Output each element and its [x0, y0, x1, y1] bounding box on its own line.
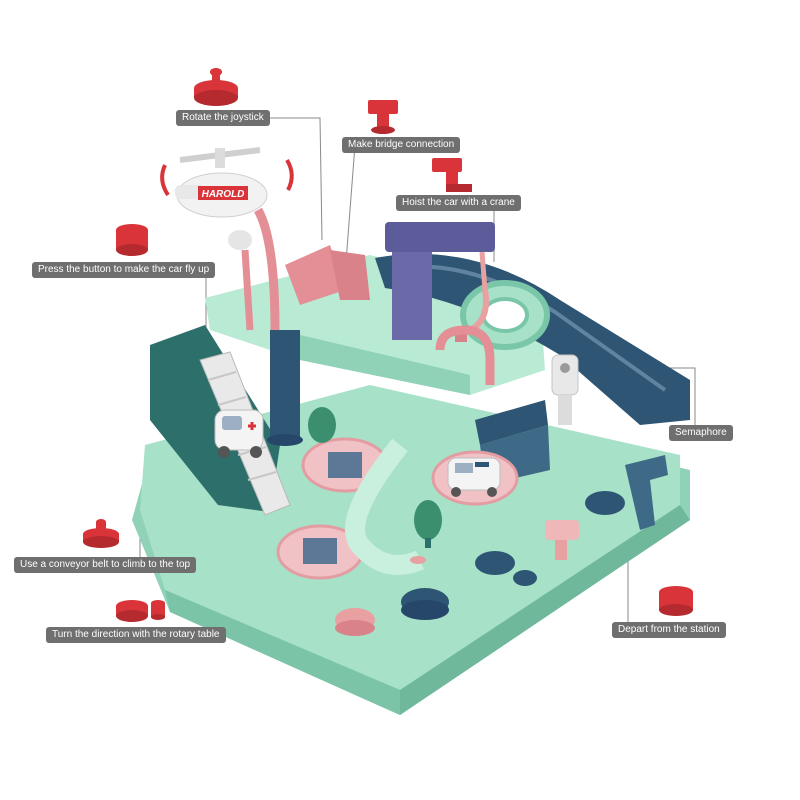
label-conveyor: Use a conveyor belt to climb to the top [14, 557, 197, 573]
purple-crane [385, 222, 495, 342]
helicopter-tower [241, 207, 303, 446]
base-buttons [335, 455, 668, 636]
depart-lever [625, 455, 668, 530]
tree-left [308, 407, 336, 443]
s-curve-track [345, 438, 424, 575]
label-bridge-connection: Make bridge connection [342, 137, 461, 153]
joystick-icon [194, 68, 238, 106]
label-semaphore: Semaphore [669, 425, 733, 441]
navy-rail-track [375, 253, 690, 425]
label-rotary-table: Turn the direction with the rotary table [46, 627, 226, 643]
navy-top-button [585, 491, 625, 515]
label-hoist-crane: Hoist the car with a crane [396, 195, 521, 211]
t-handle-icon [368, 100, 398, 134]
pink-lever [545, 520, 579, 540]
base-right-edge [400, 505, 690, 715]
rotary-table-police [431, 450, 519, 506]
navy-button-right [475, 551, 515, 575]
label-depart-station: Depart from the station [612, 622, 726, 638]
knob-icon [83, 519, 119, 548]
ambulance-car [214, 409, 264, 458]
push-button-icon [116, 224, 148, 256]
bridge [285, 245, 370, 305]
upper-platform-front [300, 335, 470, 395]
crank-icon [432, 158, 472, 192]
pink-pipe-crane [435, 325, 495, 385]
helicopter-name: HAROLD [202, 189, 245, 200]
rotary-table-front [276, 524, 364, 580]
helicopter: HAROLD [160, 147, 294, 250]
tree-front [414, 500, 442, 548]
label-rotate-joystick: Rotate the joystick [176, 110, 270, 126]
pink-small-stand [410, 556, 426, 564]
semaphore-post [551, 354, 579, 425]
label-fly-button: Press the button to make the car fly up [32, 262, 216, 278]
leader-line-bridge [342, 144, 356, 263]
base-front-edge [165, 590, 400, 715]
station-button-icon [659, 586, 693, 616]
small-knob [513, 570, 537, 586]
leader-line-joystick [270, 117, 323, 241]
rotary-disc-icon [116, 600, 165, 622]
spiral-track [460, 280, 550, 350]
